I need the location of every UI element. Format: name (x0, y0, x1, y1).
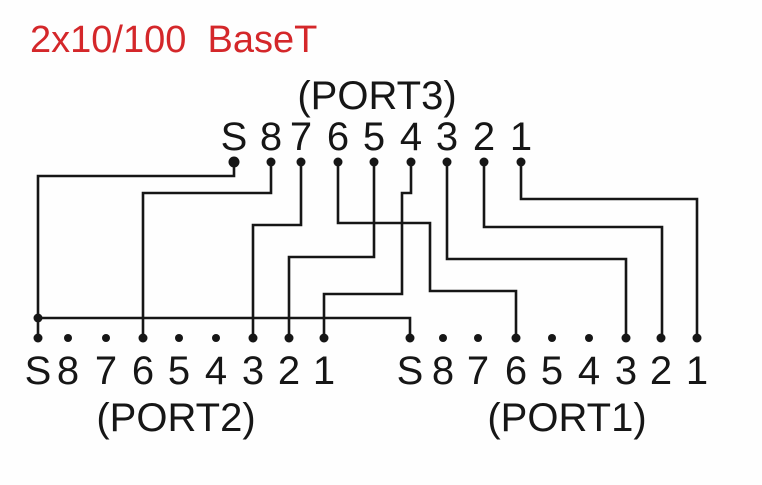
pin-label-PORT2-6: 6 (132, 349, 154, 393)
junction-dot (33, 313, 43, 323)
pin-dot-PORT3-2 (479, 157, 489, 167)
pin-dot-PORT1-S (405, 333, 415, 343)
pin-dot-PORT3-4 (406, 157, 416, 167)
pin-dot-PORT1-8 (439, 334, 447, 342)
pin-label-PORT2-1: 1 (313, 349, 335, 393)
wire-PORT3.1-PORT1.1 (519, 162, 699, 338)
wire-PORT3.6-PORT1.6 (336, 162, 518, 338)
pin-dot-PORT3-7 (296, 157, 306, 167)
pin-dot-PORT2-1 (319, 333, 329, 343)
pin-dot-PORT2-5 (175, 334, 183, 342)
pin-dot-PORT2-4 (212, 334, 220, 342)
wire-PORT2.S-PORT1.S (38, 316, 412, 338)
port2-label: (PORT2) (96, 396, 255, 440)
wire-PORT3.4-PORT2.1 (322, 162, 413, 338)
wire-PORT3.5-PORT2.2 (287, 162, 376, 338)
pin-label-PORT3-6: 6 (327, 115, 349, 159)
diagram-title: 2x10/100 BaseT (30, 19, 317, 61)
pin-label-PORT1-3: 3 (615, 349, 637, 393)
pin-dot-PORT1-6 (511, 333, 521, 343)
pin-label-PORT3-S: S (221, 115, 248, 159)
port1-label: (PORT1) (487, 396, 646, 440)
pin-label-PORT2-8: 8 (57, 349, 79, 393)
pin-label-PORT2-5: 5 (168, 349, 190, 393)
pin-label-PORT1-5: 5 (541, 349, 563, 393)
pin-dot-PORT2-7 (102, 334, 110, 342)
pin-label-PORT2-4: 4 (205, 349, 227, 393)
wires-layer (36, 162, 699, 338)
pin-label-PORT1-2: 2 (650, 349, 672, 393)
pin-dot-PORT1-4 (585, 334, 593, 342)
pin-label-PORT3-1: 1 (510, 115, 532, 159)
pin-dot-PORT3-3 (442, 157, 452, 167)
pin-dot-PORT3-1 (516, 157, 526, 167)
pin-dot-PORT2-2 (284, 333, 294, 343)
pin-label-PORT1-S: S (397, 349, 424, 393)
pin-dot-PORT1-5 (548, 334, 556, 342)
pin-dot-PORT1-3 (621, 333, 631, 343)
pin-label-PORT3-4: 4 (400, 115, 422, 159)
pin-dot-PORT3-8 (266, 157, 276, 167)
pin-label-PORT2-2: 2 (278, 349, 300, 393)
pin-label-PORT3-3: 3 (436, 115, 458, 159)
pin-dot-PORT1-2 (656, 333, 666, 343)
pin-dot-PORT3-S (228, 156, 240, 168)
pin-label-PORT1-4: 4 (578, 349, 600, 393)
pin-dot-PORT2-S (33, 333, 43, 343)
pin-label-PORT3-5: 5 (363, 115, 385, 159)
port3-label: (PORT3) (297, 74, 456, 118)
wire-PORT3.3-PORT1.3 (445, 162, 628, 338)
pin-dot-PORT1-1 (692, 333, 702, 343)
pin-label-PORT3-7: 7 (290, 115, 312, 159)
wire-PORT3.8-PORT2.6 (141, 162, 273, 338)
pin-label-PORT1-8: 8 (432, 349, 454, 393)
pin-dot-PORT3-6 (333, 157, 343, 167)
wire-PORT3.2-PORT1.2 (482, 162, 664, 338)
pin-label-PORT3-2: 2 (473, 115, 495, 159)
pin-dot-PORT2-6 (138, 333, 148, 343)
pin-dot-PORT2-3 (248, 333, 258, 343)
pin-dot-PORT1-7 (474, 334, 482, 342)
pin-label-PORT2-S: S (25, 349, 52, 393)
pin-label-PORT1-7: 7 (467, 349, 489, 393)
pin-dot-PORT2-8 (64, 334, 72, 342)
pin-label-PORT1-6: 6 (505, 349, 527, 393)
pin-dots-layer (33, 156, 702, 343)
pin-label-PORT2-3: 3 (242, 349, 264, 393)
pin-label-PORT1-1: 1 (686, 349, 708, 393)
pin-dot-PORT3-5 (369, 157, 379, 167)
wire-PORT3.7-PORT2.3 (251, 162, 303, 338)
pin-label-PORT2-7: 7 (95, 349, 117, 393)
wire-PORT3.S-PORT2.S (36, 162, 236, 338)
pin-label-PORT3-8: 8 (260, 115, 282, 159)
